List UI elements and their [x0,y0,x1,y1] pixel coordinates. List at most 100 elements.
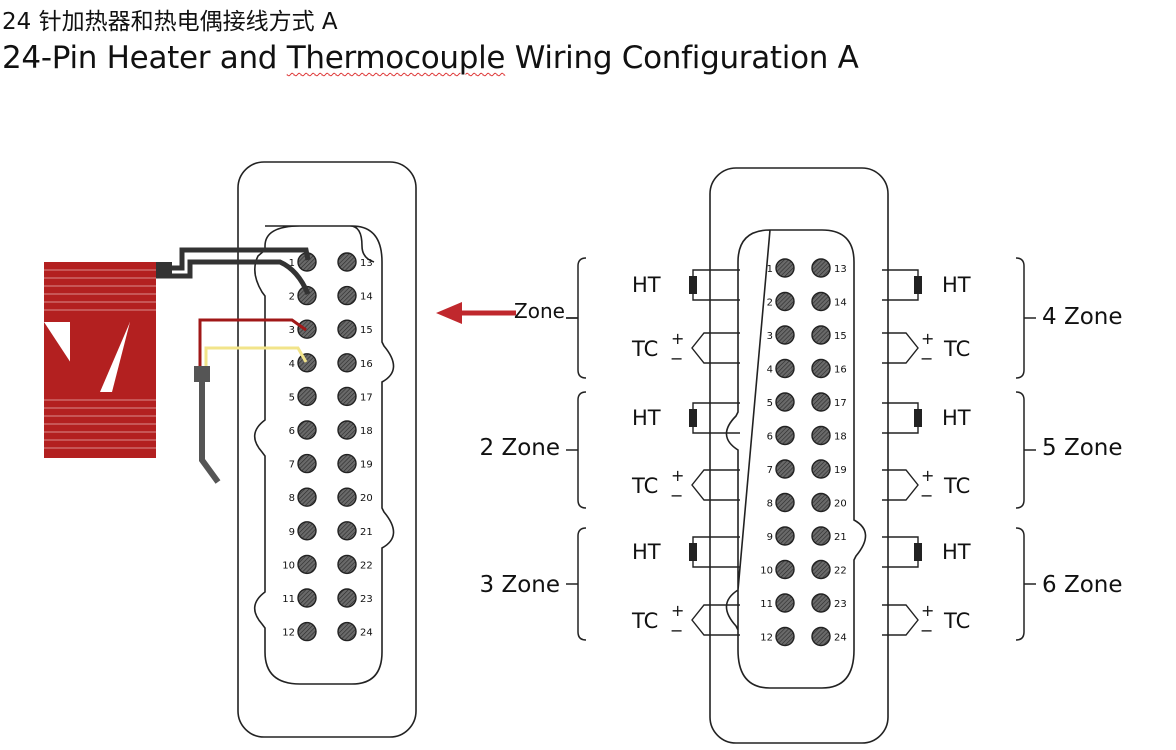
left-pin-label-4: 4 [289,359,295,370]
minus-sign: − [670,349,683,368]
left-pin-label-12: 12 [282,628,295,639]
left-pin-21 [337,521,357,541]
right-connector-inner [725,229,867,689]
right-pin-label-17: 17 [834,398,847,409]
title-part-3: Wiring Configuration A [505,40,859,76]
zone-label-right-2: 6 Zone [1042,572,1123,598]
left-pin-24 [337,621,357,642]
left-pin-label-6: 6 [289,426,295,437]
left-pin-8 [297,487,317,507]
right-pin-label-18: 18 [834,432,847,443]
right-pin-4 [775,358,795,379]
right-pin-13 [811,258,831,278]
zone-label-right-0: 4 Zone [1042,304,1123,330]
left-pin-label-24: 24 [360,628,373,639]
title-english: 24-Pin Heater and Thermocouple Wiring Co… [2,40,859,76]
title-part-2: Thermocouple [286,40,506,76]
right-pin-label-20: 20 [834,499,847,510]
zone-bracket [577,257,587,379]
thermocouple-symbol [882,604,919,636]
minus-sign: − [670,621,683,640]
ht-label: HT [942,406,971,430]
plus-sign: + [921,329,934,348]
right-pin-8 [775,492,795,513]
right-pin-12 [775,626,795,647]
left-pin-7 [297,453,317,474]
zone-label-right-1: 5 Zone [1042,435,1123,461]
left-pin-label-19: 19 [360,460,373,471]
right-pin-label-1: 1 [767,264,773,275]
plus-sign: + [921,601,934,620]
right-pin-label-21: 21 [834,532,847,543]
left-pin-label-5: 5 [289,392,295,403]
left-pin-label-23: 23 [360,594,373,605]
thermocouple-symbol [691,469,740,501]
right-pin-label-6: 6 [767,432,773,443]
left-connector-inner [253,225,395,685]
right-pin-23 [811,593,831,613]
left-pin-label-20: 20 [360,493,373,504]
tc-label: TC [943,609,970,633]
right-pin-label-12: 12 [760,633,773,644]
arrow-label: Zone [514,299,565,323]
right-pin-19 [811,459,831,479]
right-pin-6 [775,425,795,446]
plus-sign: + [671,601,684,620]
tc-label: TC [943,337,970,361]
plus-sign: + [921,466,934,485]
zone-label-left-0: 2 Zone [480,435,561,461]
right-pin-label-10: 10 [760,566,773,577]
left-pin-label-3: 3 [289,325,295,336]
right-pin-label-9: 9 [767,532,773,543]
tc-label: TC [631,337,658,361]
left-pin-label-17: 17 [360,392,373,403]
left-pin-14 [337,285,357,306]
left-connector-outer [237,161,417,738]
right-pin-label-19: 19 [834,465,847,476]
right-pin-2 [775,291,795,312]
plus-sign: + [671,329,684,348]
left-pin-label-9: 9 [289,527,295,538]
left-pin-label-14: 14 [360,292,373,303]
right-pin-label-24: 24 [834,633,847,644]
left-pin-9 [297,521,317,541]
left-pin-label-15: 15 [360,325,373,336]
right-pin-label-11: 11 [760,599,773,610]
left-pin-3 [297,319,317,339]
right-pin-1 [775,258,795,278]
right-pin-20 [811,492,831,513]
right-pin-9 [775,526,795,546]
right-pin-10 [775,559,795,580]
zone-bracket [1015,391,1025,509]
zone-bracket [1015,527,1025,641]
thermocouple-wires [194,318,308,484]
left-pin-label-21: 21 [360,527,373,538]
heater-coil [44,262,156,458]
left-pin-12 [297,621,317,642]
left-pin-label-2: 2 [289,292,295,303]
ht-label: HT [632,406,661,430]
zone-bracket [1015,257,1025,379]
right-pin-label-22: 22 [834,566,847,577]
right-pin-17 [811,392,831,412]
heater-symbol [914,543,922,561]
right-pin-3 [775,325,795,345]
right-pin-16 [811,358,831,379]
right-pin-7 [775,459,795,479]
heater-wires [156,247,311,295]
ht-label: HT [942,273,971,297]
heater-symbol [689,543,697,561]
ht-label: HT [632,540,661,564]
heater-symbol [914,409,922,427]
left-pin-15 [337,319,357,339]
thermocouple-symbol [882,469,919,501]
left-pin-23 [337,588,357,608]
thermocouple-symbol [882,332,919,364]
ht-label: HT [632,273,661,297]
left-pin-18 [337,420,357,440]
left-pin-label-16: 16 [360,359,373,370]
left-pin-label-7: 7 [289,460,295,471]
left-pin-label-22: 22 [360,560,373,571]
